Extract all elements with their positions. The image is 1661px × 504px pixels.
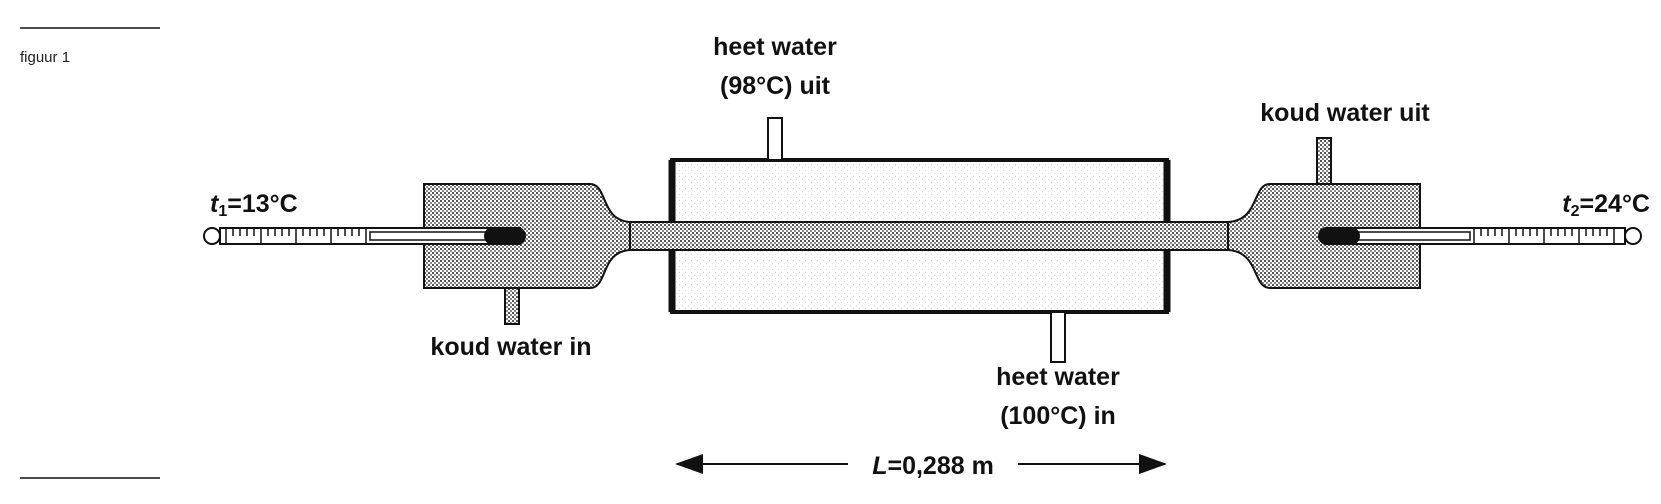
cold-water-outlet-pipe	[1316, 137, 1332, 185]
right-temp-value: =24°C	[1580, 190, 1650, 218]
right-temp-symbol: t	[1562, 190, 1572, 218]
hot-water-outlet-pipe	[767, 117, 783, 161]
right-thermometer	[1318, 227, 1642, 245]
hot-water-inlet-label-line2: (100°C) in	[1000, 402, 1116, 430]
cold-water-outlet-label: koud water uit	[1260, 99, 1430, 127]
left-temp-subscript: 1	[218, 203, 227, 220]
left-thermometer-reading: t1=13°C	[210, 190, 298, 220]
hot-water-inlet-pipe	[1050, 311, 1066, 363]
hot-water-outlet-label-line2: (98°C) uit	[720, 72, 831, 100]
figure-label: figuur 1	[20, 49, 70, 66]
left-thermometer	[203, 227, 526, 245]
inner-tube	[629, 221, 1229, 251]
cold-water-inlet-label: koud water in	[430, 333, 591, 361]
cold-water-inlet-pipe	[504, 287, 520, 325]
hot-water-outlet-label-line1: heet water	[713, 33, 837, 61]
right-temp-subscript: 2	[1571, 203, 1580, 220]
hot-water-inlet-label-line1: heet water	[996, 363, 1120, 391]
left-temp-value: =13°C	[227, 190, 297, 218]
length-symbol: L	[872, 452, 887, 480]
right-thermometer-reading: t2=24°C	[1562, 190, 1650, 220]
length-label: L=0,288 m	[872, 452, 994, 480]
left-temp-symbol: t	[210, 190, 220, 218]
length-value: =0,288 m	[887, 452, 993, 480]
